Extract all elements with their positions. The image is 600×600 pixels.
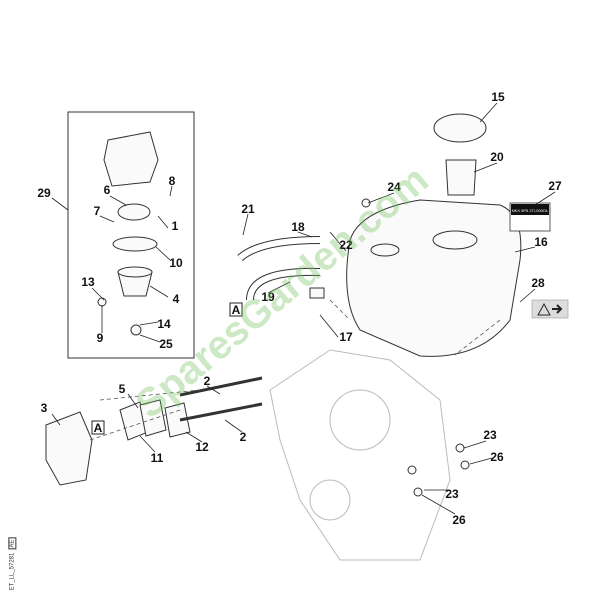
callout-18: 18 xyxy=(291,220,305,234)
assembly-lines xyxy=(89,299,501,441)
carburetor-body xyxy=(103,131,159,187)
callout-15: 15 xyxy=(491,90,505,104)
stud-bolt-2 xyxy=(179,402,263,422)
callout-2-lower: 2 xyxy=(240,430,247,444)
tank-filler-neck xyxy=(432,230,478,250)
callout-6: 6 xyxy=(104,183,111,197)
washer-2 xyxy=(407,465,417,475)
callout-10: 10 xyxy=(169,256,183,270)
warning-triangle-icon xyxy=(537,302,551,316)
decal-text: NKX 5P5 27I-000OL xyxy=(512,208,549,213)
callout-23-lower: 23 xyxy=(445,487,459,501)
reference-marker-text-2: A xyxy=(94,421,103,435)
fuel-hose-inner xyxy=(237,237,321,261)
engine-crank xyxy=(309,479,351,521)
fuel-cap xyxy=(433,113,487,143)
callout-labels: 15 20 24 27 16 28 21 18 22 19 17 29 6 8 … xyxy=(37,90,562,527)
gasket xyxy=(164,402,191,438)
reference-marker-a xyxy=(229,302,243,317)
callout-21: 21 xyxy=(241,202,255,216)
carburetor-inset-frame xyxy=(67,111,195,359)
warning-decal xyxy=(531,299,569,319)
callout-1: 1 xyxy=(172,219,179,233)
callout-27: 27 xyxy=(548,179,562,193)
callout-25: 25 xyxy=(159,337,173,351)
callout-4: 4 xyxy=(173,292,180,306)
nut xyxy=(460,460,470,470)
callout-12: 12 xyxy=(195,440,209,454)
fuel-strainer xyxy=(445,159,477,196)
stud-bolt xyxy=(179,376,263,397)
callout-16: 16 xyxy=(534,235,548,249)
callout-29: 29 xyxy=(37,186,51,200)
drawing-code-text: ET_LL_57281 xyxy=(9,552,16,591)
insulator xyxy=(139,399,167,437)
decal-label-band xyxy=(511,204,549,215)
arrow-icon xyxy=(552,304,563,314)
reference-marker-a-2 xyxy=(91,420,105,435)
callout-13: 13 xyxy=(81,275,95,289)
callout-26-lower: 26 xyxy=(452,513,466,527)
fuel-valve xyxy=(309,287,325,299)
callout-26: 26 xyxy=(490,450,504,464)
tank-neck xyxy=(370,243,400,257)
leader-lines xyxy=(51,102,556,515)
tank-bolt xyxy=(361,198,371,208)
callout-7: 7 xyxy=(94,204,101,218)
bowl-bolt xyxy=(130,324,142,336)
callout-5: 5 xyxy=(119,382,126,396)
callout-23: 23 xyxy=(483,428,497,442)
carburetor xyxy=(45,411,93,486)
callout-2: 2 xyxy=(204,374,211,388)
drain-screw xyxy=(97,297,107,307)
callout-22: 22 xyxy=(339,238,353,252)
callout-28: 28 xyxy=(531,276,545,290)
callout-11: 11 xyxy=(151,451,164,465)
drawing-code-suffix: AE xyxy=(8,537,17,550)
reference-marker-text: A xyxy=(232,303,241,317)
engine-cylinder xyxy=(329,389,391,451)
callout-9: 9 xyxy=(97,331,104,345)
callout-17: 17 xyxy=(339,330,353,344)
callout-19: 19 xyxy=(261,290,275,304)
callout-8: 8 xyxy=(169,174,176,188)
callout-24: 24 xyxy=(387,180,401,194)
float-part xyxy=(117,203,151,221)
engine-block xyxy=(269,349,451,561)
float-bowl-rim xyxy=(117,266,153,278)
fuel-hose-2-inner xyxy=(247,268,321,301)
gasket-ring xyxy=(112,236,158,252)
washer xyxy=(455,443,465,453)
callout-20: 20 xyxy=(490,150,504,164)
nut-2 xyxy=(413,487,423,497)
callout-14: 14 xyxy=(157,317,171,331)
callout-3: 3 xyxy=(41,401,48,415)
drawing-code: ET_LL_57281 AE xyxy=(8,537,17,591)
